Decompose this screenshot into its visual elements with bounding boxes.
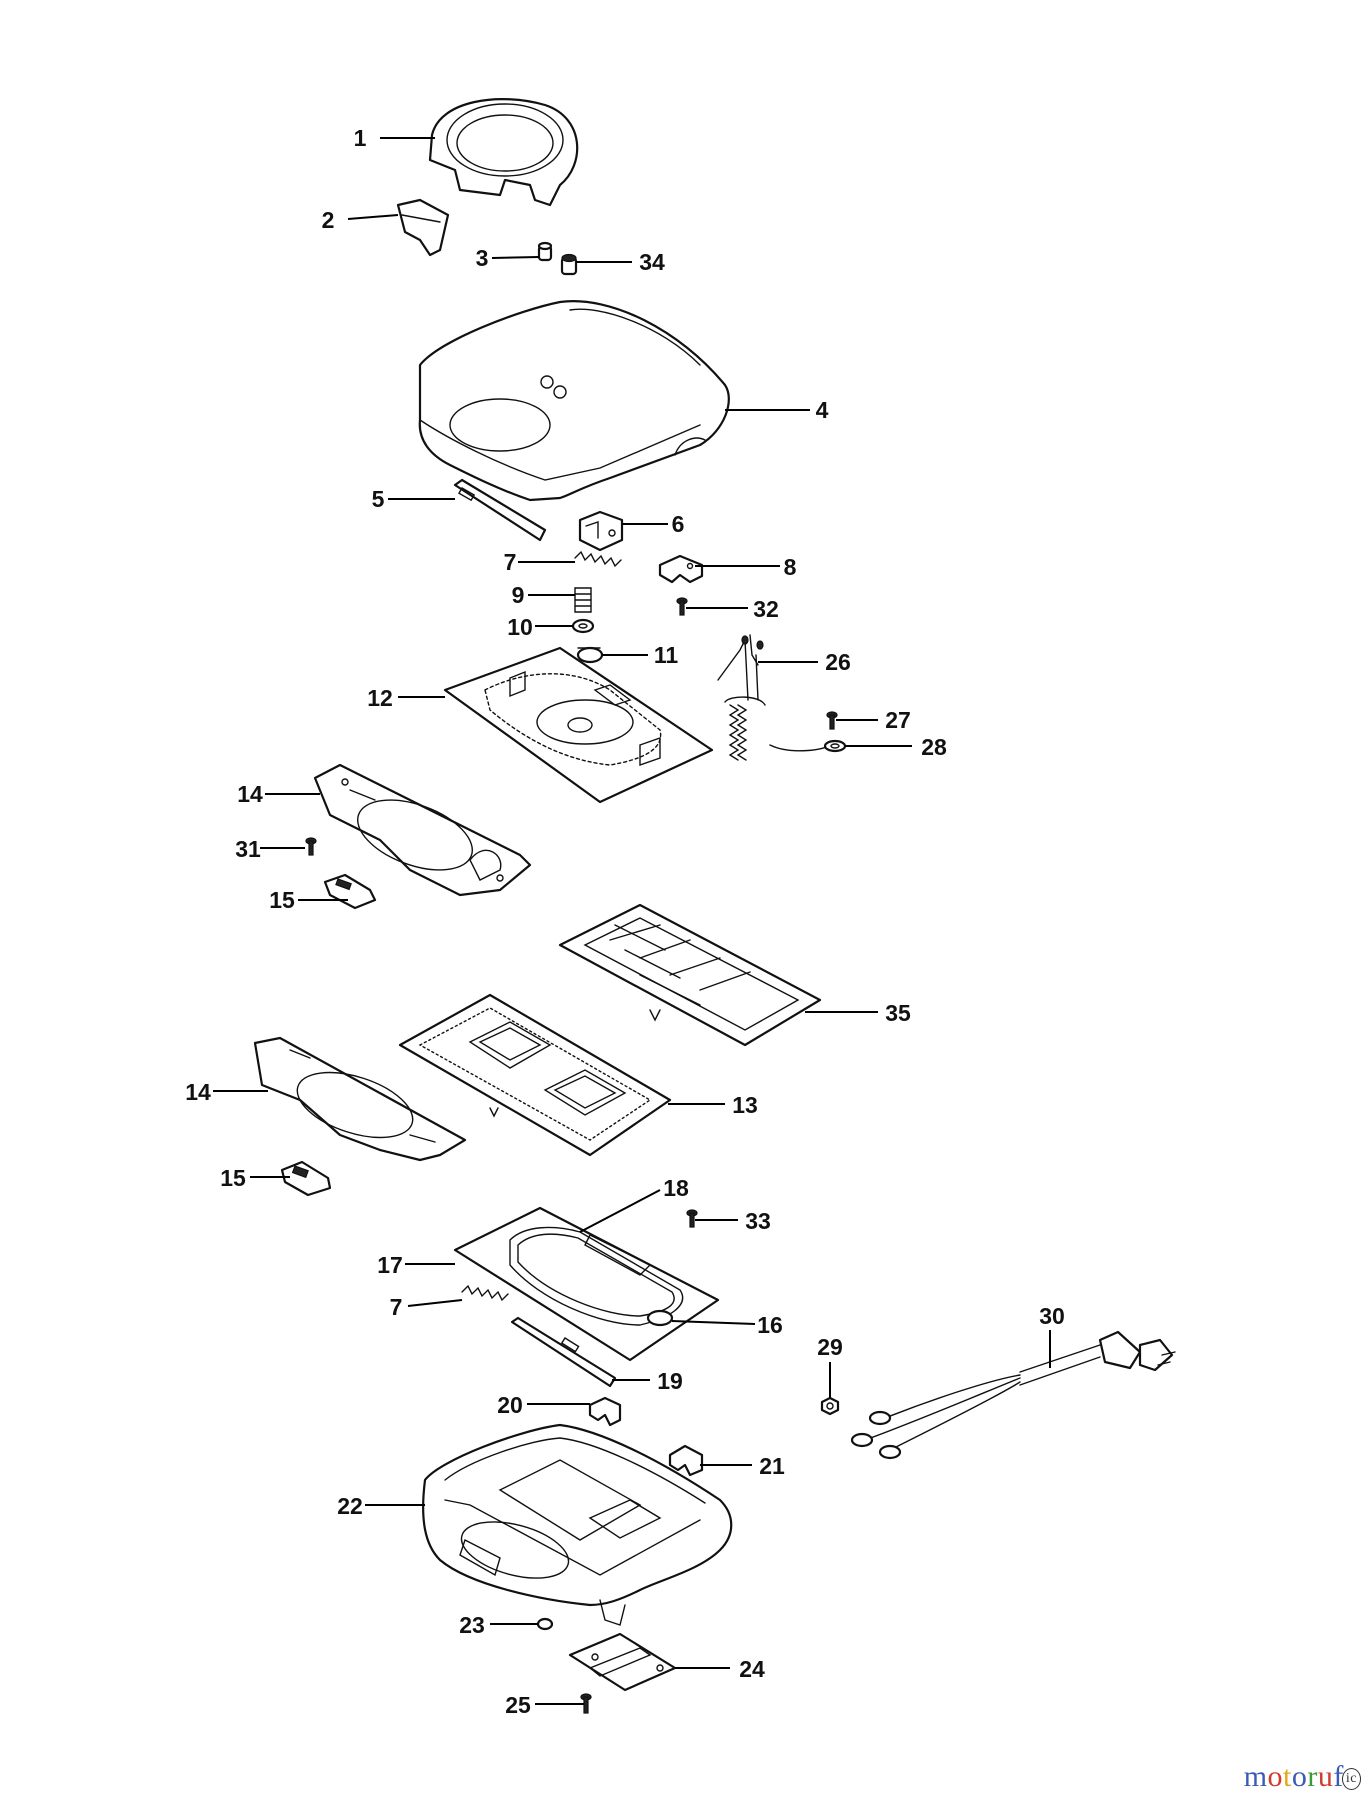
callout-10: 10 (507, 614, 533, 640)
part-34-button (560, 253, 578, 276)
part-12-upper-heating-plate (443, 646, 714, 804)
callout-4: 4 (816, 397, 829, 423)
callout-34: 34 (639, 249, 665, 275)
part-35-waffle-plate (558, 903, 822, 1047)
callout-31: 31 (235, 836, 261, 862)
part-33-screw (686, 1209, 698, 1228)
watermark-letter: o (1267, 1760, 1284, 1793)
part-3-button (537, 241, 553, 262)
part-27-screw (826, 711, 838, 730)
part-1-handle-ring (428, 98, 579, 207)
callout-7-upper: 7 (504, 549, 517, 575)
part-19-rail-lower (510, 1316, 617, 1388)
callout-23: 23 (459, 1612, 485, 1638)
watermark-letter: m (1243, 1760, 1268, 1793)
callout-25: 25 (505, 1692, 531, 1718)
part-15-latch-lower (280, 1160, 332, 1197)
callout-22: 22 (337, 1493, 363, 1519)
part-9-spring (574, 587, 592, 613)
callout-20: 20 (497, 1392, 523, 1418)
part-13-sandwich-plate (398, 993, 672, 1157)
part-7-spring-lower (461, 1284, 509, 1302)
watermark-letter: r (1307, 1760, 1318, 1793)
part-28-washer (823, 739, 847, 753)
part-14-bracket-plate-lower (253, 1036, 467, 1162)
callout-1: 1 (354, 125, 367, 151)
part-23-foot (536, 1617, 554, 1631)
part-24-cover-plate (568, 1632, 677, 1692)
callout-12: 12 (367, 685, 393, 711)
part-16-thermostat-lower (646, 1309, 674, 1327)
callout-13: 13 (732, 1092, 758, 1118)
callout-15-lower: 15 (220, 1165, 246, 1191)
part-25-screw (580, 1693, 592, 1714)
callout-26: 26 (825, 649, 851, 675)
part-20-bracket-lower (588, 1396, 622, 1427)
callout-5: 5 (372, 486, 385, 512)
part-2-clip (396, 198, 450, 257)
part-32-screw (676, 597, 688, 616)
part-4-top-housing (418, 300, 730, 502)
callout-35: 35 (885, 1000, 911, 1026)
callout-28: 28 (921, 734, 947, 760)
part-22-base-housing (422, 1423, 733, 1626)
watermark-letter: u (1317, 1760, 1334, 1793)
part-10-washer (571, 618, 595, 634)
part-29-nut (820, 1396, 840, 1416)
callout-2: 2 (322, 207, 335, 233)
callout-27: 27 (885, 707, 911, 733)
callout-9: 9 (512, 582, 525, 608)
part-6-terminal-block (578, 510, 624, 552)
callout-7-lower: 7 (390, 1294, 403, 1320)
callout-33: 33 (745, 1208, 771, 1234)
callout-17: 17 (377, 1252, 403, 1278)
callout-15-upper: 15 (269, 887, 295, 913)
callout-labels: 1 2 3 34 4 5 6 7 8 9 32 10 11 26 12 27 2… (185, 125, 1065, 1718)
part-8-bracket (658, 554, 704, 584)
callout-19: 19 (657, 1368, 683, 1394)
part-5-rail (453, 478, 547, 542)
watermark-letter: o (1291, 1760, 1308, 1793)
callout-11: 11 (654, 642, 679, 668)
part-17-lower-heating-plate (453, 1206, 720, 1362)
part-7-spring-upper (574, 550, 622, 568)
watermark-letter: t (1283, 1760, 1292, 1793)
leader-lines (213, 137, 1051, 1705)
part-21-bracket-lower (668, 1444, 704, 1477)
callout-21: 21 (759, 1453, 785, 1479)
callout-14-upper: 14 (237, 781, 263, 807)
callout-18: 18 (663, 1175, 689, 1201)
watermark-letter: ic (1341, 1768, 1361, 1791)
callout-6: 6 (672, 511, 685, 537)
callout-30: 30 (1039, 1303, 1065, 1329)
callout-29: 29 (817, 1334, 843, 1360)
callout-32: 32 (753, 596, 779, 622)
callout-16: 16 (757, 1312, 783, 1338)
callout-24: 24 (739, 1656, 765, 1682)
part-26-heating-element (717, 634, 831, 761)
callout-14-lower: 14 (185, 1079, 211, 1105)
part-11-thermostat (576, 646, 604, 664)
watermark-letter: f (1333, 1760, 1344, 1793)
part-15-latch-upper (323, 873, 377, 910)
part-30-power-cord (850, 1330, 1176, 1460)
callout-3: 3 (476, 245, 489, 271)
part-31-screw (305, 837, 317, 856)
part-14-bracket-plate-upper (313, 763, 532, 897)
callout-8: 8 (784, 554, 797, 580)
